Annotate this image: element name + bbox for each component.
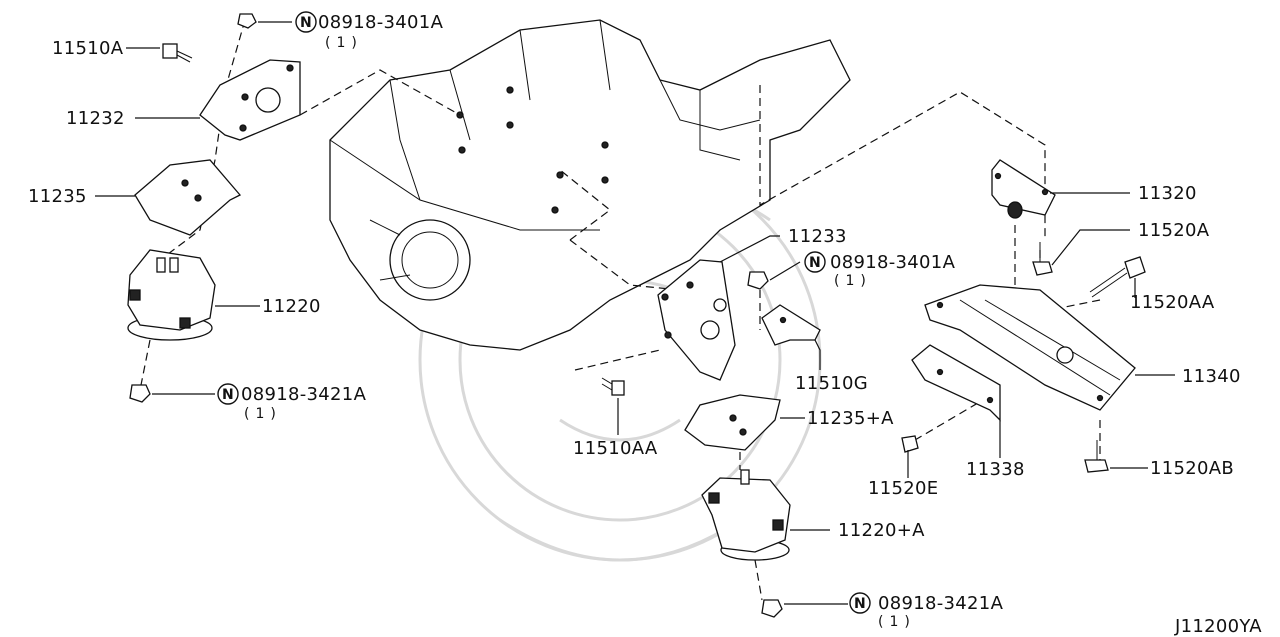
- nut-bottom-center: [761, 599, 783, 618]
- n-ring-icon: [804, 251, 826, 273]
- diagram-code: J11200YA: [1174, 616, 1262, 637]
- mount-11220: [127, 249, 216, 341]
- label-11320: 11320: [1138, 183, 1197, 204]
- n-ring-letter: N: [222, 387, 234, 403]
- label-11235: 11235: [28, 186, 87, 207]
- bolt-11520E: [901, 435, 919, 453]
- label-11520AB: 11520AB: [1150, 458, 1234, 479]
- label-11338: 11338: [966, 459, 1025, 480]
- nut-top-left: [237, 13, 257, 29]
- label-11510A: 11510A: [52, 38, 124, 59]
- label-nut3-qty: (1): [834, 273, 872, 289]
- bolt-11510AA: [601, 377, 625, 396]
- label-11220: 11220: [262, 296, 321, 317]
- label-11220A: 11220+A: [838, 520, 925, 541]
- label-nut2-qty: (1): [244, 406, 282, 422]
- n-ring-icon: [295, 11, 317, 33]
- shield-11235: [134, 159, 242, 236]
- label-11510G: 11510G: [795, 373, 868, 394]
- nut-callout-1: N 08918-3401A (1): [295, 11, 444, 51]
- label-nut1-qty: (1): [325, 35, 363, 51]
- shield-11235A: [684, 394, 781, 451]
- nut-center: [747, 271, 769, 290]
- label-11235A: 11235+A: [807, 408, 894, 429]
- label-11520A: 11520A: [1138, 220, 1210, 241]
- bolt-11520AA: [1089, 256, 1146, 298]
- label-nut4-qty: (1): [878, 614, 916, 630]
- nut-callout-2: N 08918-3421A (1): [217, 383, 367, 422]
- label-11520AA: 11520AA: [1130, 292, 1215, 313]
- n-ring-icon: [217, 383, 239, 405]
- bolt-11520A: [1032, 242, 1053, 276]
- bolt-11520AB: [1084, 440, 1109, 473]
- crossmember-11340: [924, 284, 1136, 411]
- bracket-11233: [657, 259, 736, 381]
- nut-bottom-left: [129, 384, 151, 403]
- mount-11220A: [701, 469, 791, 561]
- bracket-11338: [911, 344, 1001, 422]
- bracket-11232: [199, 59, 301, 141]
- leader-lines: [95, 21, 1175, 605]
- bracket-11510G: [761, 304, 821, 346]
- label-nut4: 08918-3421A: [878, 593, 1004, 614]
- nut-callout-4: N 08918-3421A (1): [849, 592, 1004, 630]
- label-nut1: 08918-3401A: [318, 12, 444, 33]
- label-11232: 11232: [66, 108, 125, 129]
- label-nut3: 08918-3401A: [830, 252, 956, 273]
- label-11340: 11340: [1182, 366, 1241, 387]
- label-nut2: 08918-3421A: [241, 384, 367, 405]
- label-11520E: 11520E: [868, 478, 938, 499]
- label-11510AA: 11510AA: [573, 438, 658, 459]
- nut-callout-3: N 08918-3401A (1): [804, 251, 956, 289]
- n-ring-letter: N: [300, 15, 312, 31]
- bolt-11510A: [162, 43, 193, 63]
- part-labels: 11510A 11232 11235 11220 11233 11510G 11…: [28, 38, 1241, 541]
- label-11233: 11233: [788, 226, 847, 247]
- assembly-guide-lines: [139, 19, 1101, 601]
- n-ring-letter: N: [854, 596, 866, 612]
- engine-assembly: [329, 19, 851, 351]
- mount-11320: [991, 159, 1056, 219]
- n-ring-letter: N: [809, 255, 821, 271]
- n-ring-icon: [849, 592, 871, 614]
